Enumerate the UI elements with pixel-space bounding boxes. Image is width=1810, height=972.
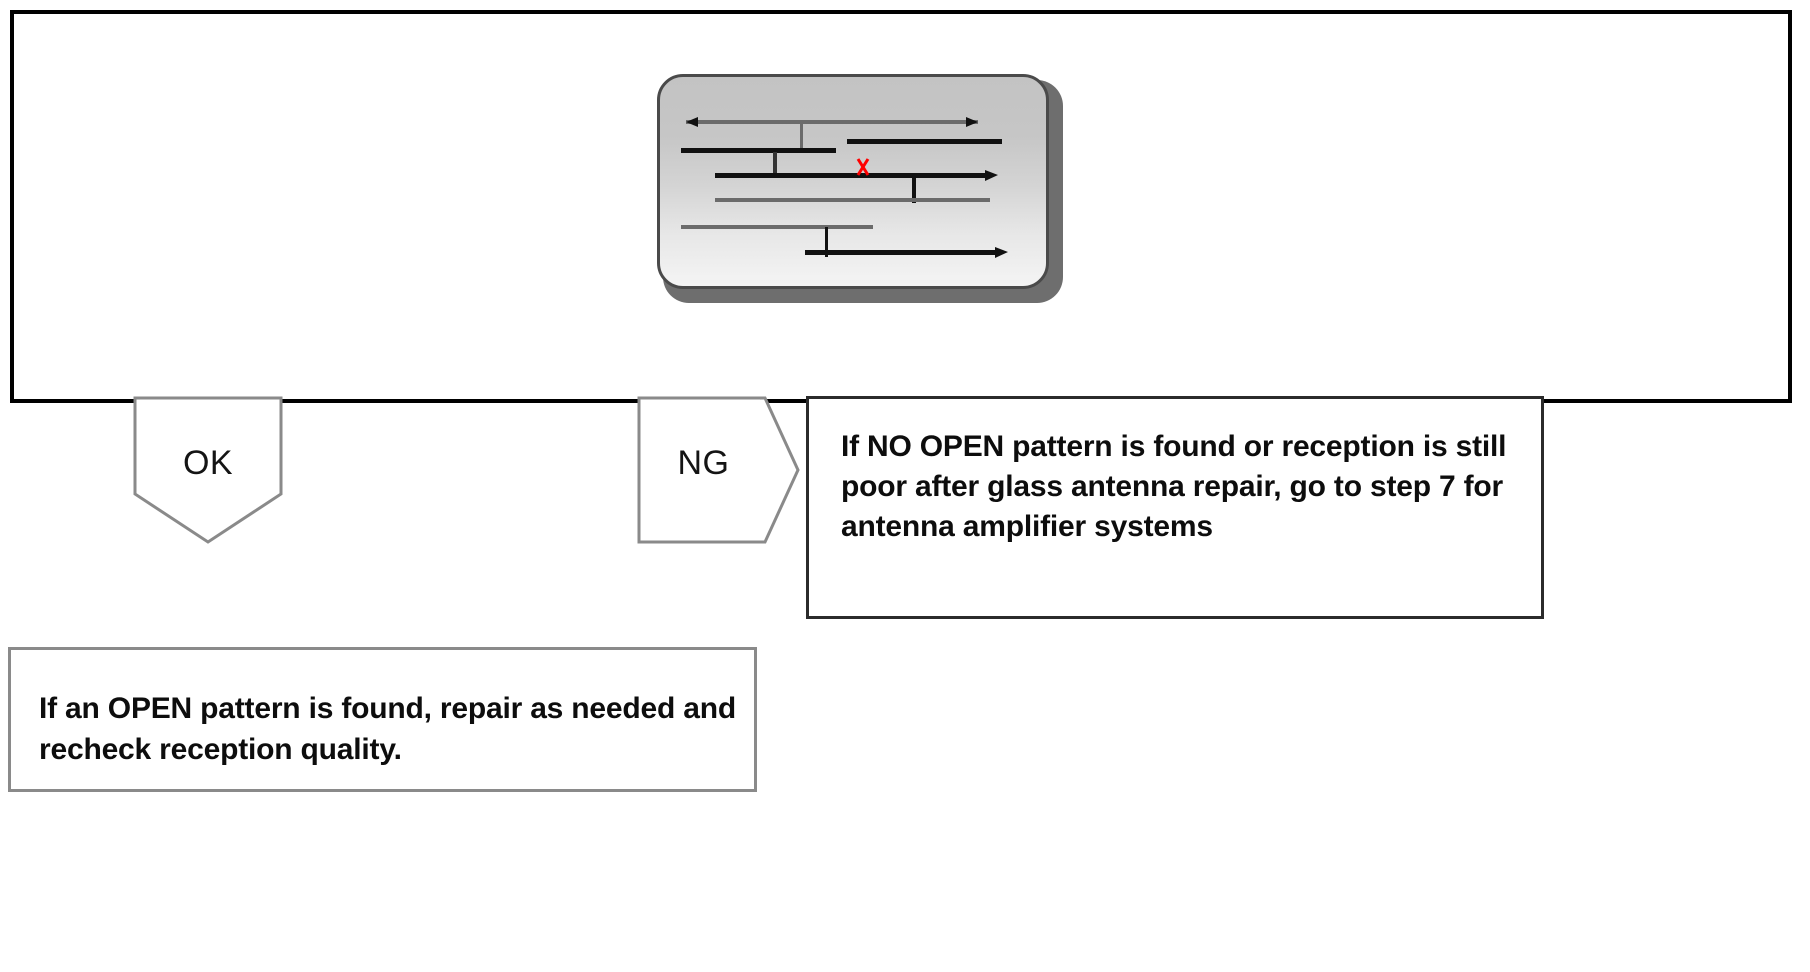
ng-chevron-shape: [637, 396, 800, 544]
ng-result-text: If NO OPEN pattern is found or reception…: [841, 430, 1507, 543]
decision-ng-chevron[interactable]: NG: [637, 396, 800, 544]
antenna-trace-row-7: [805, 247, 1008, 258]
antenna-trace-row-4: [715, 170, 998, 181]
illustration-glass-panel: [657, 74, 1049, 289]
decision-ok-label: OK: [182, 444, 234, 482]
antenna-trace-row-6: [681, 225, 873, 229]
ng-result-callout: If NO OPEN pattern is found or reception…: [806, 396, 1544, 619]
glass-antenna-illustration: [657, 74, 1063, 303]
ok-banner-shape: [133, 396, 283, 544]
antenna-link-2: [773, 152, 777, 178]
ok-result-callout: If an OPEN pattern is found, repair as n…: [8, 647, 757, 792]
illustration-frame: [10, 10, 1792, 403]
antenna-link-4: [825, 227, 828, 257]
antenna-link-1: [800, 123, 803, 151]
decision-ng-label: NG: [677, 444, 730, 482]
open-circuit-x-marker: [856, 158, 870, 176]
decision-ok-banner[interactable]: OK: [133, 396, 283, 544]
antenna-trace-row-3: [681, 148, 836, 153]
antenna-trace-row-2: [847, 139, 1002, 144]
antenna-trace-diagram: [681, 117, 1008, 258]
antenna-link-3: [912, 176, 916, 203]
antenna-trace-row-5: [715, 198, 990, 202]
ok-result-text: If an OPEN pattern is found, repair as n…: [39, 692, 737, 766]
antenna-trace-row-1: [686, 117, 978, 127]
